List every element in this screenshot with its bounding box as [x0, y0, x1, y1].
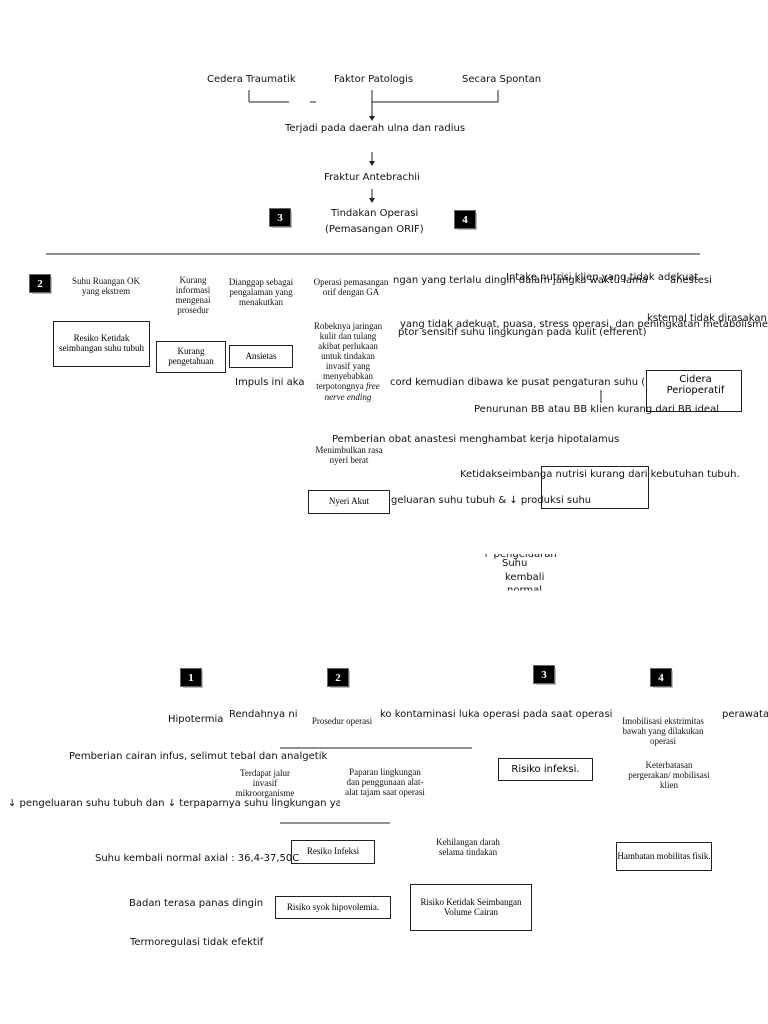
weight-loss-text: Penurunan BB atau BB klien kurang dari B… — [474, 404, 719, 415]
room-temperature: Suhu Ruangan OK yang ekstrem — [72, 276, 140, 297]
fracture-name: Fraktur Antebrachii — [324, 172, 420, 183]
thermoregulation-text: Termoregulasi tidak efektif — [130, 937, 264, 948]
hypothermia-text: Hipotermia — [168, 714, 224, 725]
chills-text: Badan terasa panas dingin — [129, 898, 264, 909]
anesthesia-text: Pemberian obat anastesi menghambat kerja… — [332, 434, 620, 445]
limited-movement: Keterbatasan pergerakan/ mobilisasi klie… — [628, 760, 710, 791]
badge-3-top: 3 — [269, 208, 291, 227]
risk-temperature-box: Resiko Ketidak seimbangan suhu tubuh — [53, 321, 150, 367]
heat-exposure-text: ↓ pengeluaran suhu tubuh dan ↓ terpaparn… — [8, 798, 340, 809]
infusion-text: Pemberian cairan infus, selimut tebal da… — [69, 751, 328, 762]
badge-2-mid: 2 — [29, 274, 51, 293]
immobilization-text: Imobilisasi ekstrimitas bawah yang dilak… — [622, 716, 704, 747]
cause-pathologic: Faktor Patologis — [334, 74, 414, 85]
heat-loss-text: geluaran suhu tubuh & ↓ produksi suhu — [391, 495, 592, 506]
perioperative-box: Cidera Perioperatif — [646, 370, 742, 412]
acute-pain-box: Nyeri Akut — [308, 490, 390, 514]
metabolism-text: yang tidak adekuat, puasa, stress operas… — [400, 319, 768, 330]
shock-risk-box: Risiko syok hipovolemia. — [275, 896, 391, 919]
partial-temp: Suhu — [502, 558, 528, 569]
operation-subtitle: (Pemasangan ORIF) — [325, 224, 424, 235]
cause-spontaneous: Secara Spontan — [462, 74, 542, 85]
badge-2-bottom: 2 — [327, 668, 349, 687]
badge-1-bottom: 1 — [180, 668, 202, 687]
impulse-text: Impuls ini aka — [235, 377, 305, 388]
scary-experience: Dianggap sebagai pengalaman yang menakut… — [228, 277, 294, 308]
badge-4-top: 4 — [454, 210, 476, 229]
receptor-text: ptor sensitif suhu lingkungan pada kulit… — [398, 327, 647, 338]
partial-output: ↑ pengeluaran — [482, 549, 557, 560]
anxiety-box: Ansietas — [229, 345, 293, 368]
contamination-text-b: ko kontaminasi luka operasi pada saat op… — [380, 709, 613, 720]
nutrition-box — [541, 466, 649, 509]
lack-of-information: Kurang informasi mengenai prosedur — [175, 275, 211, 316]
infection-risk-box: Risiko infeksi. — [498, 758, 593, 781]
invasive-path: Terdapat jalur invasif mikroorganisme — [235, 768, 295, 799]
external-fragment: kstemal tidak dirasakan — [647, 313, 767, 324]
nutrition-intake-text: Intake nutrisi klien yang tidak adekuat — [506, 272, 699, 283]
fracture-location: Terjadi pada daerah ulna dan radius — [285, 123, 466, 134]
mobility-box: Hambatan mobilitas fisik. — [616, 842, 712, 871]
badge-3-bottom: 3 — [533, 665, 555, 684]
spinal-cord-text: cord kemudian dibawa ke pusat pengaturan… — [390, 377, 713, 388]
sharp-tools-exposure: Paparan lingkungan dan penggunaan alat-a… — [345, 767, 425, 798]
operation-procedure: Prosedur operasi — [311, 716, 373, 726]
knowledge-box: Kurang pengetahuan — [156, 341, 226, 373]
tissue-damage: Robeknya jaringan kulit dan tulang akiba… — [313, 321, 383, 402]
blood-loss-text: Kehilangan darah selama tindakan — [436, 837, 500, 858]
badge-4-bottom: 4 — [650, 668, 672, 687]
contamination-text-a: Rendahnya ni — [229, 709, 298, 720]
operation-title: Tindakan Operasi — [331, 208, 419, 219]
infection-risk-label-box: Resiko Infeksi — [291, 840, 375, 864]
nutrition-imbalance-text: Ketidakseimbanga nutrisi kurang dari keb… — [460, 469, 740, 480]
contamination-text-c: perawatan d — [722, 709, 768, 720]
cause-trauma: Cedera Traumatik — [207, 74, 296, 85]
partial-back: kembali — [505, 572, 545, 583]
orif-ga-operation: Operasi pemasangan orif dengan GA — [313, 277, 389, 298]
cold-exposure-text: ngan yang terlalu dingin dalam jangka wa… — [393, 275, 648, 286]
fluid-imbalance-box: Risiko Ketidak Seimbangan Volume Cairan — [410, 884, 532, 931]
anesthesia-fragment: anestesi — [670, 275, 712, 286]
pain-cause: Menimbulkan rasa nyeri berat — [315, 445, 383, 466]
normal-temperature-text: Suhu kembali normal axial : 36,4-37,50C — [95, 853, 300, 864]
partial-normal: normal — [507, 585, 543, 596]
